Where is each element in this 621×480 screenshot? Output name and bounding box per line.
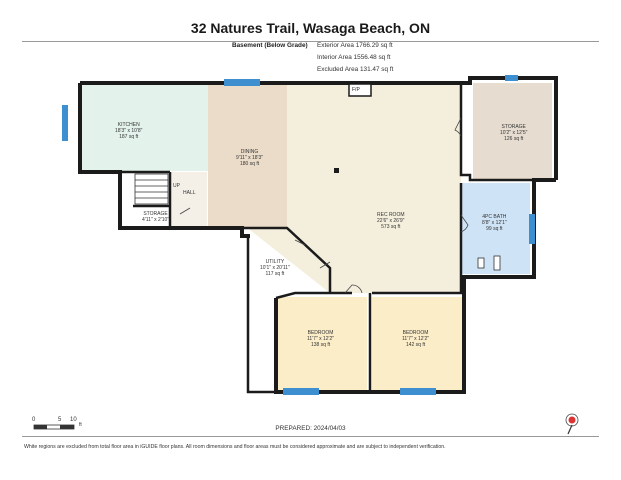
compass-icon (565, 413, 579, 435)
stairs-icon (134, 173, 169, 205)
scale-tick-5: 5 (58, 417, 62, 423)
title-divider (22, 41, 599, 42)
bath-room (462, 183, 530, 274)
interior-walls (120, 83, 534, 394)
windows (62, 75, 535, 395)
scale-bar (33, 424, 75, 430)
door-swings (179, 117, 469, 294)
exterior-area: Exterior Area 1766.29 sq ft (317, 42, 393, 49)
hall-area (170, 172, 207, 226)
scale-unit: ft (79, 422, 82, 428)
interior-area: Interior Area 1556.48 sq ft (317, 54, 391, 61)
hall-label: HALL (183, 190, 196, 196)
floor-label: Basement (Below Grade) (232, 42, 308, 49)
plan-title: 32 Natures Trail, Wasaga Beach, ON (190, 20, 431, 36)
fireplace-label: F/P (352, 87, 360, 93)
excluded-area: Excluded Area 131.47 sq ft (317, 66, 394, 73)
fireplace (348, 83, 372, 97)
stairs-up-label: UP (173, 183, 180, 189)
rec-room (250, 83, 461, 293)
storage-room (473, 83, 552, 180)
scale-tick-0: 0 (32, 417, 36, 423)
dining-room (208, 83, 287, 228)
footer-divider (22, 436, 599, 437)
scale-tick-10: 10 (70, 417, 77, 423)
disclaimer: White regions are excluded from total fl… (24, 444, 446, 450)
bedroom-right-room (372, 297, 462, 390)
prepared-date: PREPARED: 2024/04/03 (275, 425, 346, 432)
bedroom-left-room (278, 297, 367, 390)
kitchen-room (80, 83, 208, 171)
bath-fixtures (477, 255, 501, 271)
column (334, 168, 339, 173)
